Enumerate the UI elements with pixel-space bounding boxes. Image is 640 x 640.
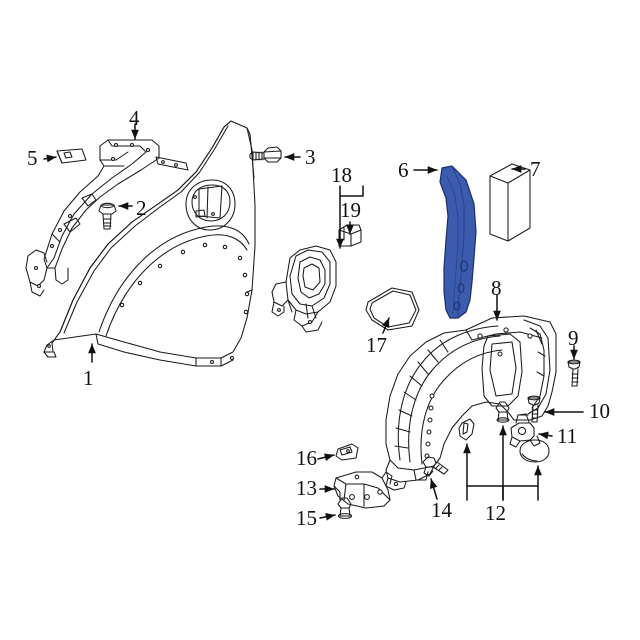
callout-label-15[interactable]: 15	[296, 506, 317, 530]
bolt-3	[249, 146, 282, 163]
callout-label-10[interactable]: 10	[589, 399, 610, 423]
fender-molding-highlight	[439, 165, 477, 319]
retainer-12b	[495, 401, 510, 423]
clip-16	[335, 443, 359, 461]
leader-18-bracket	[339, 185, 364, 197]
callout-label-9[interactable]: 9	[568, 326, 579, 350]
nut-11	[509, 413, 541, 448]
headlamp-bracket	[271, 245, 337, 333]
callout-label-5[interactable]: 5	[27, 146, 38, 170]
callout-label-18[interactable]: 18	[331, 163, 352, 187]
callout-label-19[interactable]: 19	[340, 198, 361, 222]
fender-reinforcement	[25, 139, 160, 297]
clip-5	[56, 148, 87, 164]
callout-label-12[interactable]: 12	[485, 501, 506, 525]
splash-shield-bracket	[333, 471, 393, 509]
block-7	[489, 163, 531, 242]
leader-15	[319, 512, 336, 521]
fender-panel	[43, 120, 256, 367]
retainer-12c	[519, 439, 550, 463]
leader-11	[538, 431, 553, 440]
tow-eye-cover	[365, 287, 420, 331]
callout-label-4[interactable]: 4	[129, 106, 140, 130]
bolt-14	[422, 456, 449, 477]
bolt-2	[98, 202, 117, 230]
leader-5	[43, 154, 57, 163]
callout-label-13[interactable]: 13	[296, 476, 317, 500]
leader-14	[429, 478, 438, 500]
callout-label-6[interactable]: 6	[398, 158, 409, 182]
callout-label-17[interactable]: 17	[366, 333, 387, 357]
callout-label-16[interactable]: 16	[296, 446, 317, 470]
retainer-group-12	[458, 401, 550, 463]
callout-label-2[interactable]: 2	[136, 196, 147, 220]
callout-label-8[interactable]: 8	[491, 276, 502, 300]
leader-17	[381, 317, 390, 334]
callout-label-1[interactable]: 1	[83, 366, 94, 390]
push-pin-15	[337, 497, 353, 519]
wheelhouse-liner	[385, 315, 557, 491]
screw-10	[527, 395, 541, 423]
callout-label-7[interactable]: 7	[530, 157, 541, 181]
callout-label-14[interactable]: 14	[431, 498, 452, 522]
retainer-12a	[458, 418, 475, 441]
callout-label-11[interactable]: 11	[557, 424, 578, 448]
leader-16	[317, 453, 335, 462]
callout-label-3[interactable]: 3	[305, 145, 316, 169]
screw-9	[567, 359, 581, 387]
leader-lines	[43, 123, 584, 521]
